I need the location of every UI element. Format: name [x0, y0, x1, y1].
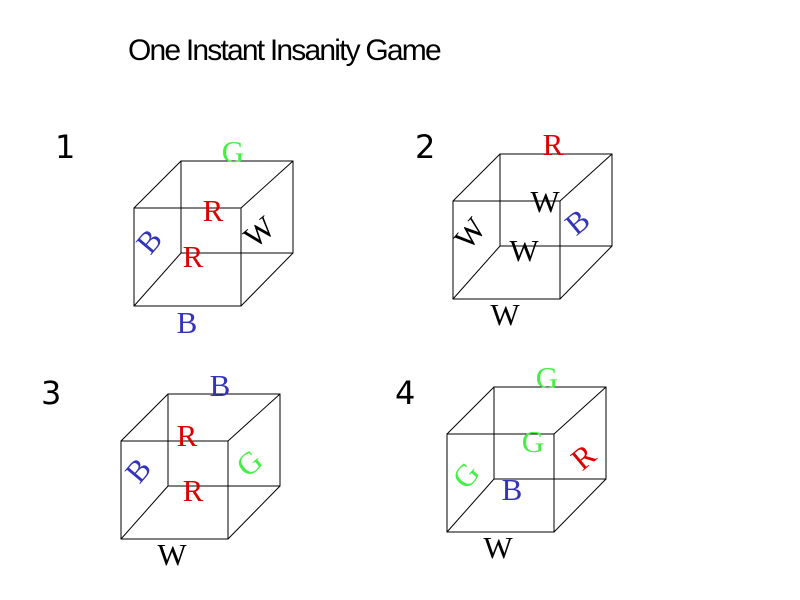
cube-3-back-label: R	[177, 418, 198, 453]
cube-4-back-square	[493, 386, 607, 480]
cube-3-number: 3	[41, 374, 62, 412]
cube-4-back-label: G	[522, 424, 544, 459]
cube-2-front-square	[452, 200, 561, 300]
cube-4-front-square	[446, 433, 555, 533]
cube-1-front-label: R	[183, 239, 204, 274]
cube-2-right-label: B	[558, 202, 596, 242]
cube-1-back-label: R	[203, 193, 224, 228]
cube-4: G G B W G R	[445, 360, 607, 565]
cube-4-top-label: G	[536, 360, 558, 395]
cube-4-right-label: R	[564, 437, 603, 477]
cube-3-bottom-label: W	[157, 537, 187, 572]
cube-2-back-square	[499, 153, 613, 247]
cube-2-front-label: W	[509, 233, 539, 268]
cube-1-left-label: B	[129, 222, 169, 260]
cube-3-left-label: B	[118, 451, 158, 489]
cube-4-number: 4	[395, 374, 416, 412]
cube-2-top-label: R	[543, 127, 564, 162]
cube-4-front-label: B	[502, 472, 523, 507]
cube-4-bottom-label: W	[483, 530, 513, 565]
cube-1: G R R B B W	[129, 134, 294, 340]
cube-3-back-square	[167, 393, 281, 487]
cube-2: R W W W W B	[447, 127, 613, 332]
cube-1-right-label: W	[237, 209, 282, 255]
cube-2-bottom-label: W	[490, 297, 520, 332]
cube-3-top-label: B	[210, 368, 231, 403]
cube-3-front-square	[120, 440, 229, 540]
cube-1-number: 1	[55, 128, 76, 166]
cube-2-number: 2	[415, 128, 436, 166]
cube-3-right-label: G	[229, 442, 269, 483]
cube-1-front-square	[133, 207, 242, 307]
cube-1-bottom-label: B	[177, 305, 198, 340]
page-title: One Instant Insanity Game	[128, 34, 442, 67]
cube-2-left-label: W	[447, 210, 493, 255]
cube-3-front-label: R	[183, 473, 204, 508]
cube-1-top-label: G	[222, 134, 244, 169]
cube-4-left-label: G	[445, 455, 486, 495]
cube-3: B R R W B G	[118, 368, 281, 572]
cube-1-back-square	[180, 160, 294, 254]
cube-2-back-label: W	[530, 184, 560, 219]
